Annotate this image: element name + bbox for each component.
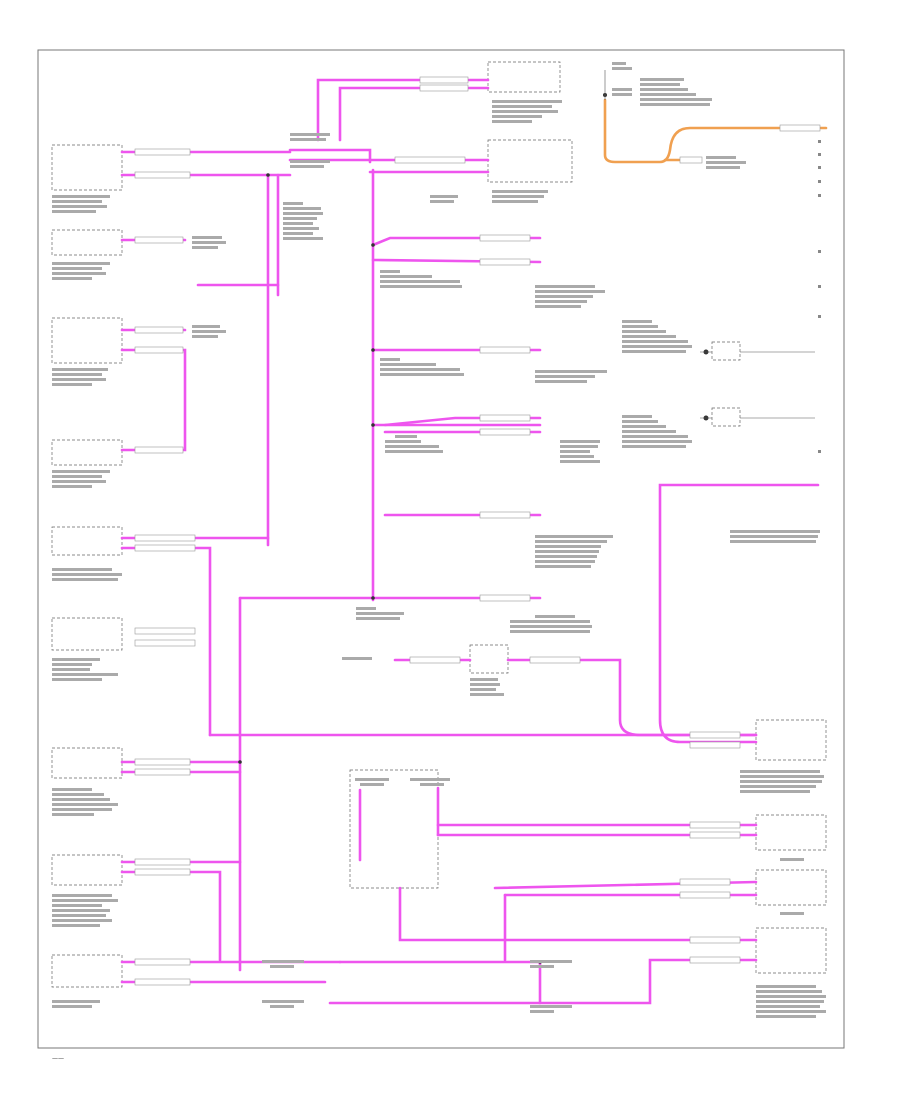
- pink-wires: [120, 78, 820, 1005]
- ground-symbols: [603, 70, 815, 427]
- page-footer-code: ——: [52, 1055, 64, 1062]
- right-components: [349, 61, 827, 974]
- right-edge-ticks: [818, 140, 821, 453]
- label-blocks: [52, 62, 826, 1018]
- wire-labels: [134, 76, 821, 986]
- left-components: [51, 144, 123, 988]
- diagram-frame: [37, 49, 845, 1049]
